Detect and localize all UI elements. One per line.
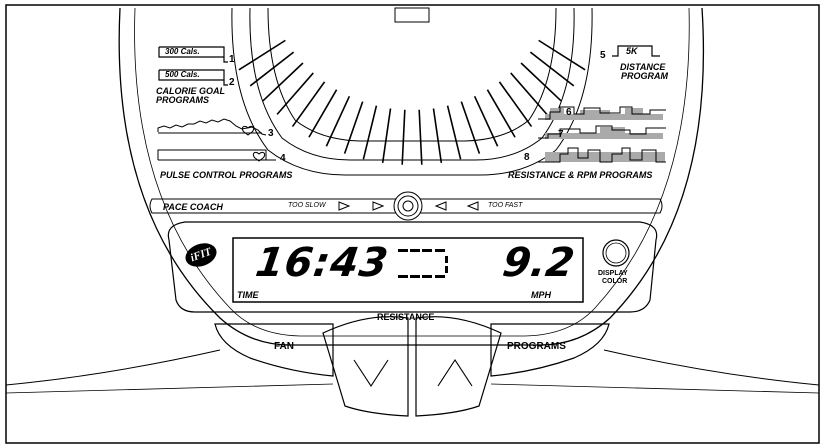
time-label: TIME — [237, 290, 259, 300]
grille-slat — [520, 62, 562, 102]
rpm-program-7-number: 7 — [558, 129, 564, 140]
pulse-program-4-number: 4 — [280, 153, 286, 164]
pulse-profile-3 — [157, 118, 267, 136]
fan-button-label: FAN — [274, 341, 294, 352]
programs-button-shape — [490, 323, 610, 377]
grille-slat — [460, 101, 481, 154]
resistance-level-graphic — [398, 249, 448, 278]
display-color-button[interactable] — [602, 239, 630, 267]
grille-slat — [473, 95, 499, 147]
speed-readout: 9.2 — [499, 240, 578, 286]
grille-slat — [538, 39, 586, 71]
grille-slat — [381, 108, 392, 164]
calorie-option-2-number: 2 — [229, 77, 235, 88]
resistance-down-button[interactable] — [330, 322, 406, 412]
distance-option: 5K — [626, 46, 638, 56]
speed-label: MPH — [531, 290, 551, 300]
resistance-label: RESISTANCE — [377, 312, 435, 322]
resistance-up-button[interactable] — [418, 322, 494, 412]
resistance-down-shape — [322, 316, 409, 417]
grille-slat — [238, 39, 286, 71]
distance-subtitle: PROGRAM — [621, 71, 668, 81]
grille-slat — [291, 81, 326, 128]
grille-slat — [276, 72, 314, 115]
rpm-program-6-number: 6 — [566, 107, 572, 118]
grille-slat — [510, 72, 548, 115]
grille-slat — [343, 101, 364, 154]
calorie-goal-title: CALORIE GOAL — [156, 86, 225, 96]
grille-slat — [529, 51, 575, 87]
pace-too-fast: TOO FAST — [488, 202, 523, 209]
grille-slat — [308, 89, 338, 138]
resistance-rpm-title: RESISTANCE & RPM PROGRAMS — [508, 170, 653, 180]
fan-button-shape — [214, 323, 334, 377]
time-readout: 16:43 — [252, 240, 392, 286]
display-panel — [167, 221, 658, 313]
pulse-control-programs — [157, 118, 276, 162]
grille-slat — [362, 105, 378, 160]
grille-slat — [446, 105, 462, 160]
heart-icon — [241, 125, 255, 136]
calorie-goal-subtitle: PROGRAMS — [156, 95, 210, 105]
grille-slat — [432, 108, 443, 164]
pulse-control-title: PULSE CONTROL PROGRAMS — [160, 170, 293, 180]
distance-title: DISTANCE — [620, 62, 666, 72]
grille-slat — [418, 109, 423, 165]
calorie-goal-programs — [158, 46, 228, 86]
grille-slat — [262, 62, 304, 102]
grille-slat — [486, 89, 516, 138]
resistance-up-shape — [415, 316, 502, 417]
resistance-rpm-programs — [538, 106, 666, 163]
distance-number: 5 — [600, 50, 606, 61]
display-color-label-1: DISPLAY — [598, 270, 628, 277]
pace-too-slow: TOO SLOW — [288, 202, 326, 209]
grille-slat — [325, 95, 351, 147]
calorie-option-1-number: 1 — [229, 54, 235, 65]
pulse-profile-4 — [157, 149, 276, 161]
button-row — [214, 316, 610, 417]
display-color-label-2: COLOR — [602, 278, 628, 285]
programs-button-label: PROGRAMS — [507, 341, 566, 352]
grille-slat — [401, 109, 406, 165]
pace-coach-bar — [149, 191, 663, 221]
distance-program — [612, 45, 660, 57]
fan-grille — [231, 7, 593, 176]
pulse-program-3-number: 3 — [268, 128, 274, 139]
pace-coach-title: PACE COACH — [163, 202, 223, 212]
rpm-program-8-number: 8 — [524, 152, 530, 163]
calorie-option-1: 300 Cals. — [165, 47, 200, 56]
console-outline — [118, 7, 705, 346]
grille-slat — [249, 51, 295, 87]
grille-slat — [498, 81, 533, 128]
calorie-option-2: 500 Cals. — [165, 70, 200, 79]
